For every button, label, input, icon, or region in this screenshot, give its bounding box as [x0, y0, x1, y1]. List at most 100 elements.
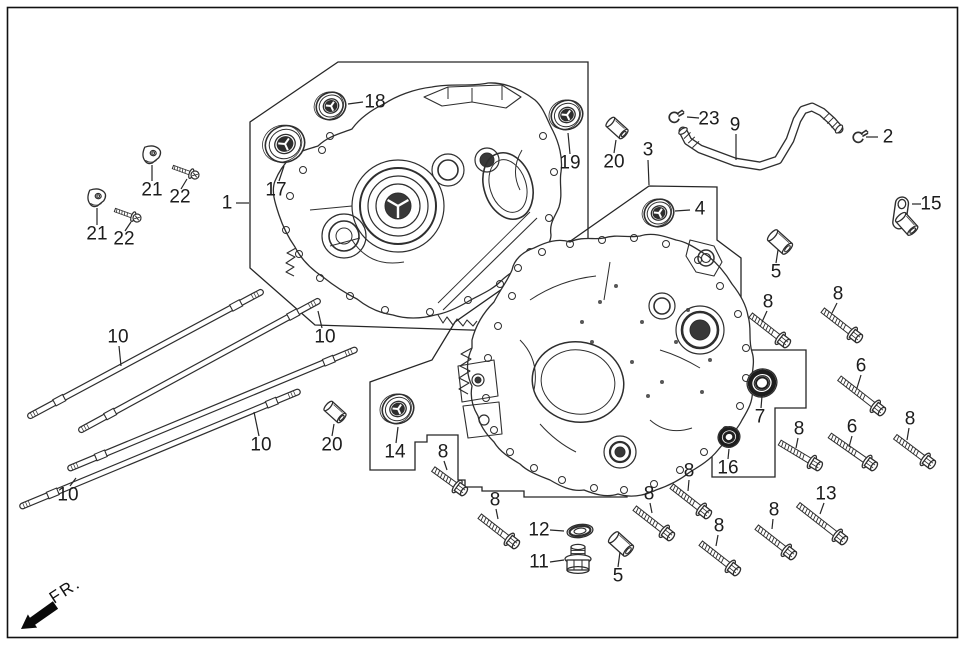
- fr-arrow-icon: [21, 601, 59, 629]
- leader-line-5: [775, 249, 779, 264]
- callout-label-3: 3: [643, 140, 654, 161]
- callout-label-8: 8: [763, 292, 774, 313]
- callout-label-4: 4: [695, 199, 706, 220]
- callout-label-18: 18: [364, 92, 385, 113]
- part-screw-22: [171, 164, 200, 180]
- callout-label-8: 8: [714, 516, 725, 537]
- part-bushing-5: [607, 531, 635, 557]
- part-bolt-8: [669, 483, 713, 520]
- part-bracket-15: [892, 196, 919, 236]
- part-washer-12: [566, 523, 594, 539]
- callout-label-10: 10: [107, 327, 128, 348]
- leader-line-5: [617, 551, 621, 568]
- leader-line-6: [856, 374, 862, 389]
- callout-label-1: 1: [222, 193, 233, 214]
- leader-line-6: [848, 435, 853, 448]
- part-seal-16: [717, 426, 741, 448]
- callout-label-10: 10: [57, 485, 78, 506]
- callout-label-15: 15: [920, 194, 941, 215]
- leader-line-8: [761, 310, 768, 323]
- part-bearing-4: [641, 198, 675, 228]
- callout-label-16: 16: [717, 458, 738, 479]
- part-bolt-8: [777, 439, 824, 472]
- leader-line-10: [118, 345, 122, 367]
- part-bolt-13: [795, 501, 849, 546]
- callout-label-8: 8: [684, 461, 695, 482]
- leader-line-16: [727, 448, 730, 460]
- leader-line-10: [69, 477, 77, 487]
- leader-line-10: [317, 310, 323, 329]
- leader-line-20: [331, 423, 335, 437]
- callout-label-22: 22: [169, 187, 190, 208]
- callout-label-19: 19: [559, 153, 580, 174]
- callout-label-7: 7: [755, 407, 766, 428]
- part-bearing-19: [548, 99, 584, 131]
- leader-line-8: [649, 502, 653, 514]
- part-bolt-8: [820, 307, 864, 344]
- part-stud-10: [27, 288, 264, 420]
- leader-line-8: [771, 518, 774, 530]
- leader-line-7: [760, 395, 763, 409]
- leader-line-13: [819, 502, 825, 515]
- callout-label-12: 12: [528, 520, 549, 541]
- bracket-sleeve: [894, 211, 919, 236]
- part-bolt-6: [827, 432, 879, 472]
- callout-label-23: 23: [698, 109, 719, 130]
- part-stud-10: [78, 297, 321, 434]
- leader-line-18: [347, 101, 364, 105]
- leader-line-12: [549, 529, 565, 532]
- part-clamp-2: [852, 129, 869, 144]
- part-bolt-8: [748, 312, 792, 349]
- callout-label-21: 21: [141, 180, 162, 201]
- part-bolt-8: [698, 540, 742, 577]
- callout-label-8: 8: [490, 490, 501, 511]
- part-bolt-6: [836, 375, 887, 417]
- part-bushing-20: [323, 400, 347, 424]
- part-stud-10: [67, 346, 358, 472]
- callout-label-14: 14: [384, 442, 406, 463]
- callout-label-20: 20: [603, 152, 624, 173]
- part-clamp-23: [668, 109, 685, 124]
- left-crankcase-art: [272, 82, 563, 327]
- leader-line-8: [443, 460, 448, 471]
- pipe-end-right: [834, 124, 844, 134]
- part-bearing-14: [379, 393, 415, 425]
- leader-line-4: [674, 209, 691, 212]
- part-seal-7: [746, 368, 778, 398]
- part-bearing-17: [262, 124, 306, 164]
- leader-line-10: [253, 411, 260, 437]
- leader-line-8: [687, 479, 690, 492]
- part-pipe-9: [678, 102, 844, 171]
- leader-line-14: [395, 426, 399, 444]
- leader-line-22: [124, 221, 132, 232]
- figure-border: [6, 6, 959, 639]
- callout-label-10: 10: [250, 435, 271, 456]
- group-boundary-left-crankcase-group: [249, 61, 589, 333]
- left-case-mouth: [482, 152, 534, 220]
- pipe-end-left: [678, 127, 688, 135]
- part-screw-22: [113, 207, 142, 223]
- callout-label-22: 22: [113, 229, 134, 250]
- leader-line-8: [495, 508, 499, 520]
- part-plug-11: [564, 543, 592, 575]
- callout-label-13: 13: [815, 484, 836, 505]
- part-bolt-8: [892, 433, 937, 470]
- part-tab-21: [87, 188, 107, 208]
- callout-label-8: 8: [833, 284, 844, 305]
- leader-line-8: [715, 534, 719, 547]
- callout-label-21: 21: [86, 224, 107, 245]
- group-boundary-right-crankcase-group: [369, 185, 807, 498]
- leader-line-11: [549, 559, 565, 563]
- part-stud-10: [19, 388, 301, 510]
- leader-line-8: [795, 437, 799, 449]
- callout-label-8: 8: [905, 409, 916, 430]
- callout-label-8: 8: [769, 500, 780, 521]
- part-bushing-20: [605, 116, 629, 140]
- callout-label-8: 8: [438, 442, 449, 463]
- leader-line-20: [613, 139, 617, 154]
- callout-label-5: 5: [771, 262, 782, 283]
- callout-label-6: 6: [847, 417, 858, 438]
- part-tab-21: [142, 145, 162, 165]
